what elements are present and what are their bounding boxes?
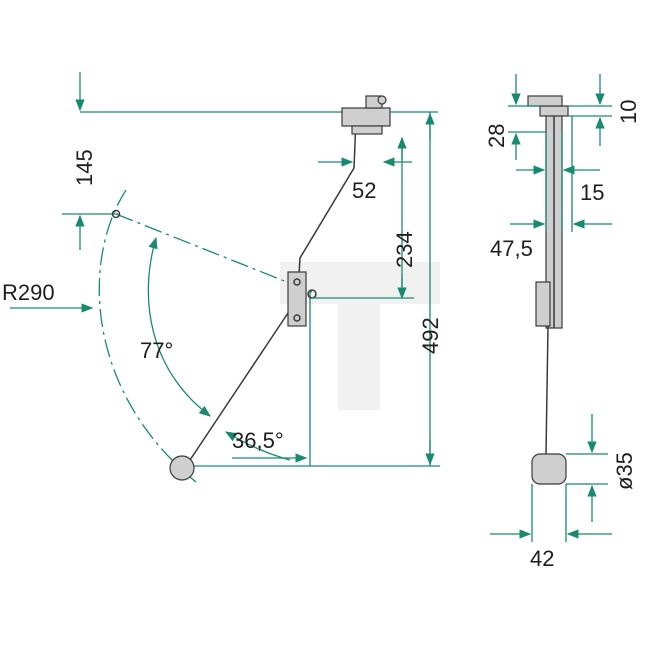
mount-block: [351, 125, 383, 135]
rod-offset-label: 15: [580, 180, 604, 205]
front-plate: [539, 105, 569, 117]
float-diameter-label: ø35: [612, 452, 637, 490]
front-connector: [527, 95, 563, 107]
connector-pin: [377, 95, 387, 105]
bracket-rivet-bottom: [293, 314, 301, 322]
front-float: [531, 453, 567, 485]
mount-plate: [341, 107, 391, 127]
float-ball: [169, 455, 195, 481]
float-rod: [185, 309, 291, 467]
side-view: 145 R290 77° 36,5°: [2, 72, 443, 483]
angle-77-arc: [147, 236, 211, 417]
front-rod: [545, 325, 549, 455]
radius-label: R290: [2, 280, 55, 305]
top-offset-label: 145: [72, 149, 97, 186]
total-height-label: 492: [418, 317, 443, 354]
height-to-pivot-label: 234: [392, 231, 417, 268]
watermark-logo: [280, 262, 440, 410]
bracket-rivet-top: [293, 278, 301, 286]
upper-pivot-mark: [111, 209, 121, 219]
bracket-depth-label: 47,5: [490, 236, 533, 261]
bracket-offset-label: 52: [352, 178, 376, 203]
front-view: 10 28 15 47,5 ø35 42: [484, 74, 641, 571]
plate-thickness-label: 10: [616, 100, 641, 124]
float-width-label: 42: [530, 546, 554, 571]
plate-height-label: 28: [484, 124, 509, 148]
front-bracket: [535, 281, 551, 327]
swing-angle-label: 77°: [140, 338, 173, 363]
pivot-bracket: [287, 271, 307, 327]
rod-angle-label: 36,5°: [232, 428, 284, 453]
upper-centerline: [115, 213, 313, 293]
swing-arc: [98, 189, 197, 483]
